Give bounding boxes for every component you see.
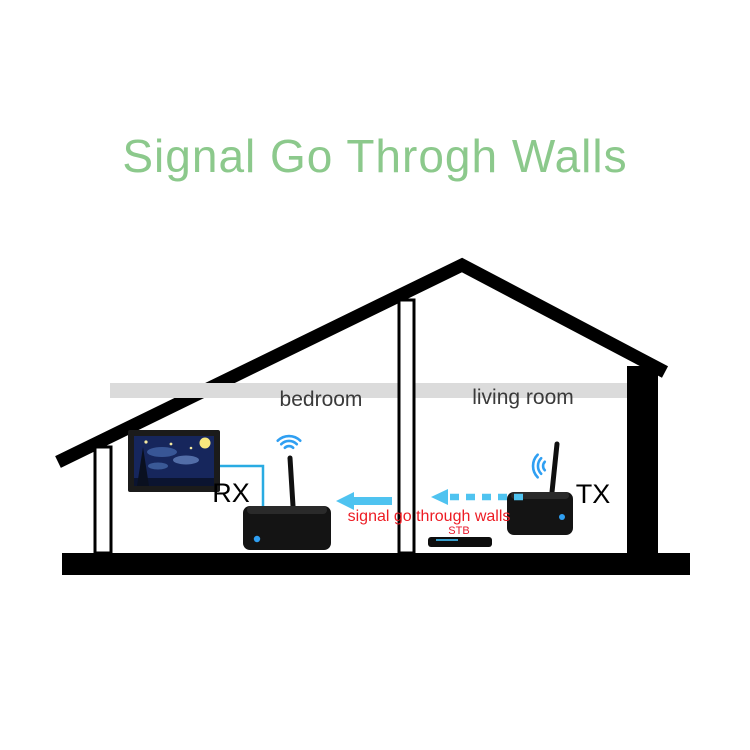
bedroom-label: bedroom: [280, 388, 363, 411]
art-swirl: [148, 462, 168, 470]
right-wall: [627, 366, 658, 555]
wifi-arc: [531, 453, 539, 479]
tx-device: TX: [507, 441, 611, 535]
stb-box: [428, 537, 492, 547]
wifi-arc: [536, 456, 543, 476]
art-star: [169, 442, 173, 446]
floor: [62, 553, 690, 575]
tx-label: TX: [576, 479, 611, 509]
rx-box-top: [247, 506, 327, 514]
tx-box: [507, 492, 573, 535]
dashed-arrow-head: [431, 489, 448, 505]
rx-device: RX: [212, 434, 331, 550]
living-room-label: living room: [472, 386, 574, 409]
tx-box-top: [511, 492, 569, 499]
art-village: [134, 478, 214, 486]
rx-wifi-icon: [276, 434, 302, 450]
stb-label: STB: [448, 525, 469, 537]
wifi-arc: [279, 439, 299, 446]
art-swirl: [173, 455, 199, 465]
tv-rx-cable: [220, 464, 265, 506]
signal-caption: signal go through walls: [348, 508, 511, 525]
tv: [128, 430, 220, 492]
rx-box: [243, 506, 331, 550]
tx-antenna: [549, 441, 560, 495]
rx-led: [253, 535, 261, 543]
art-star: [144, 440, 148, 444]
tx-led: [559, 514, 565, 520]
rx-label: RX: [212, 478, 250, 508]
middle-wall: [397, 298, 416, 555]
wifi-arc: [276, 434, 302, 442]
tv-screen-art: [134, 436, 214, 486]
stb-device: STB: [428, 525, 492, 547]
art-moon: [199, 437, 211, 449]
dashed-left-arrow-icon: [431, 489, 523, 505]
wifi-arc: [283, 444, 295, 450]
solid-left-arrow-icon: [336, 492, 392, 510]
art-star: [189, 446, 193, 450]
art-swirl: [147, 447, 177, 457]
wifi-arc: [541, 460, 547, 472]
left-wall: [93, 445, 113, 555]
stb-display-strip: [436, 539, 458, 541]
page-title: Signal Go Throgh Walls: [122, 130, 627, 182]
ceiling-band: [110, 383, 627, 398]
art-cypress: [137, 447, 149, 486]
tx-wifi-icon: [531, 453, 547, 479]
rx-antenna: [287, 455, 296, 509]
